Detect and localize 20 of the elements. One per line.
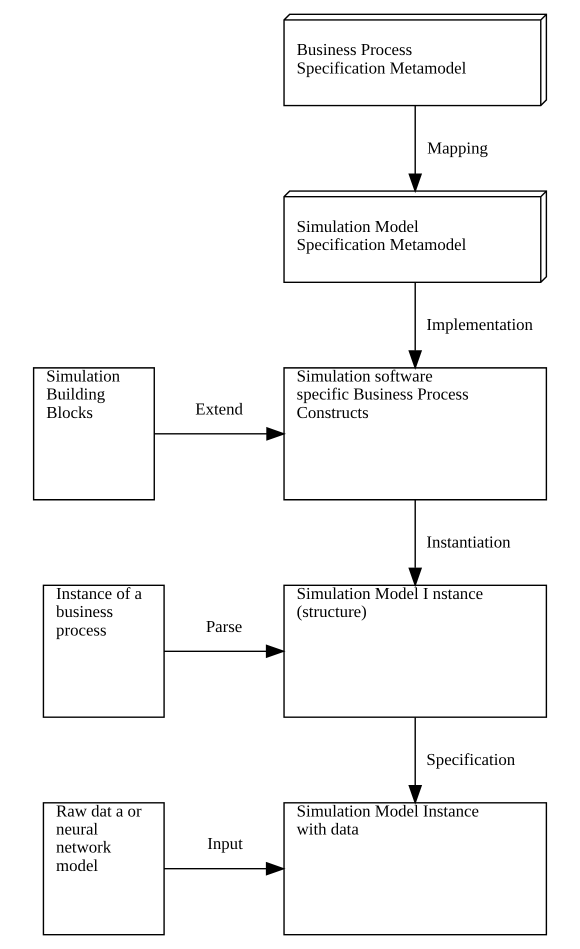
edge-label: Instantiation	[426, 532, 511, 552]
node-box: Simulation software specific Business Process Constructs	[283, 367, 548, 500]
edge-label: Input	[207, 834, 243, 854]
node-box: Simulation Model Instance with data	[283, 802, 548, 936]
arrow	[408, 718, 422, 805]
arrow	[164, 862, 286, 876]
arrow	[408, 106, 422, 194]
edge-label: Parse	[206, 616, 242, 636]
arrow	[164, 644, 286, 658]
node-box: Raw dat a or neural network model	[42, 802, 165, 936]
node-box: Simulation Building Blocks	[32, 367, 155, 500]
arrow	[154, 426, 286, 441]
node-box: Instance of a business process	[42, 584, 165, 718]
node-box: Simulation Model I nstance (structure)	[283, 584, 548, 718]
arrow	[408, 500, 422, 588]
arrow	[408, 282, 422, 370]
edge-label: Specification	[426, 750, 516, 770]
edge-label: Extend	[195, 399, 243, 418]
edge-label: Mapping	[427, 138, 488, 158]
edge-label: Implementation	[426, 315, 533, 334]
